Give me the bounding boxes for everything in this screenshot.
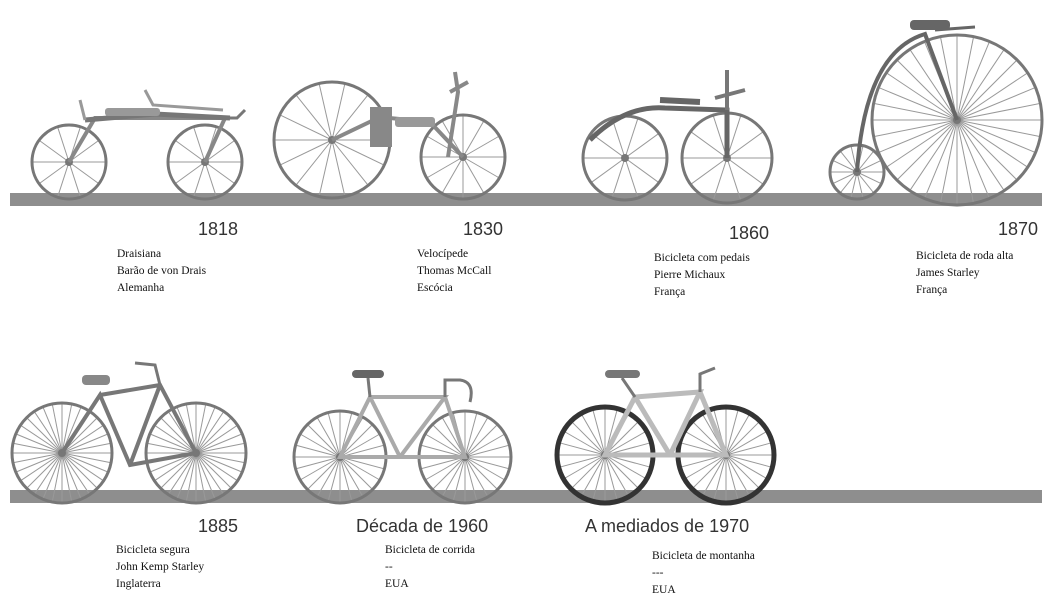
pedal-bicycle-illustration — [581, 70, 774, 205]
draisiana-illustration — [30, 89, 247, 201]
bike-info: Bicicleta de corrida -- EUA — [385, 542, 475, 593]
bike-name: Draisiana — [117, 248, 162, 260]
timeline-ground-row-1 — [10, 193, 1042, 206]
bike-info: Velocípede Thomas McCall Escócia — [417, 246, 491, 297]
bike-info: Bicicleta com pedais Pierre Michaux Fran… — [654, 250, 750, 301]
bike-name: Bicicleta de corrida — [385, 544, 476, 556]
bike-country: Inglaterra — [116, 578, 161, 590]
bike-country: EUA — [385, 578, 409, 590]
bike-inventor: Pierre Michaux — [654, 269, 726, 281]
racing-bicycle-illustration — [292, 370, 513, 505]
year-label: 1830 — [463, 219, 504, 239]
bike-name: Velocípede — [417, 248, 469, 260]
bike-info: Bicicleta segura John Kemp Starley Ingla… — [116, 542, 204, 593]
mountain-bicycle-illustration — [554, 366, 777, 506]
year-label: Década de 1960 — [356, 516, 489, 536]
bike-name: Bicicleta de roda alta — [916, 250, 1014, 262]
bike-inventor: John Kemp Starley — [116, 561, 205, 573]
year-label: 1860 — [729, 223, 770, 243]
bike-inventor: James Starley — [916, 267, 980, 279]
bike-name: Bicicleta de montanha — [652, 550, 755, 562]
bike-inventor: Thomas McCall — [417, 265, 492, 277]
penny-farthing-illustration — [828, 20, 1044, 207]
safety-bicycle-illustration — [10, 361, 248, 505]
bike-country: França — [654, 286, 686, 298]
bike-inventor: --- — [652, 567, 664, 579]
bike-name: Bicicleta segura — [116, 544, 190, 556]
year-label: 1885 — [198, 516, 239, 536]
year-label: 1818 — [198, 219, 239, 239]
bike-country: EUA — [652, 584, 676, 596]
bike-country: França — [916, 284, 948, 296]
bike-info: Bicicleta de montanha --- EUA — [652, 548, 755, 599]
bike-country: Alemanha — [117, 282, 165, 294]
velocipede-illustration — [272, 71, 507, 201]
year-label: 1870 — [998, 219, 1039, 239]
bike-info: Bicicleta de roda alta James Starley Fra… — [916, 248, 1013, 299]
bike-info: Draisiana Barão de von Drais Alemanha — [117, 246, 206, 297]
timeline-ground-row-2 — [10, 490, 1042, 503]
bike-inventor: -- — [385, 561, 393, 573]
bike-inventor: Barão de von Drais — [117, 265, 207, 277]
year-label: A mediados de 1970 — [585, 516, 750, 536]
bike-country: Escócia — [417, 282, 453, 294]
bike-name: Bicicleta com pedais — [654, 252, 750, 264]
